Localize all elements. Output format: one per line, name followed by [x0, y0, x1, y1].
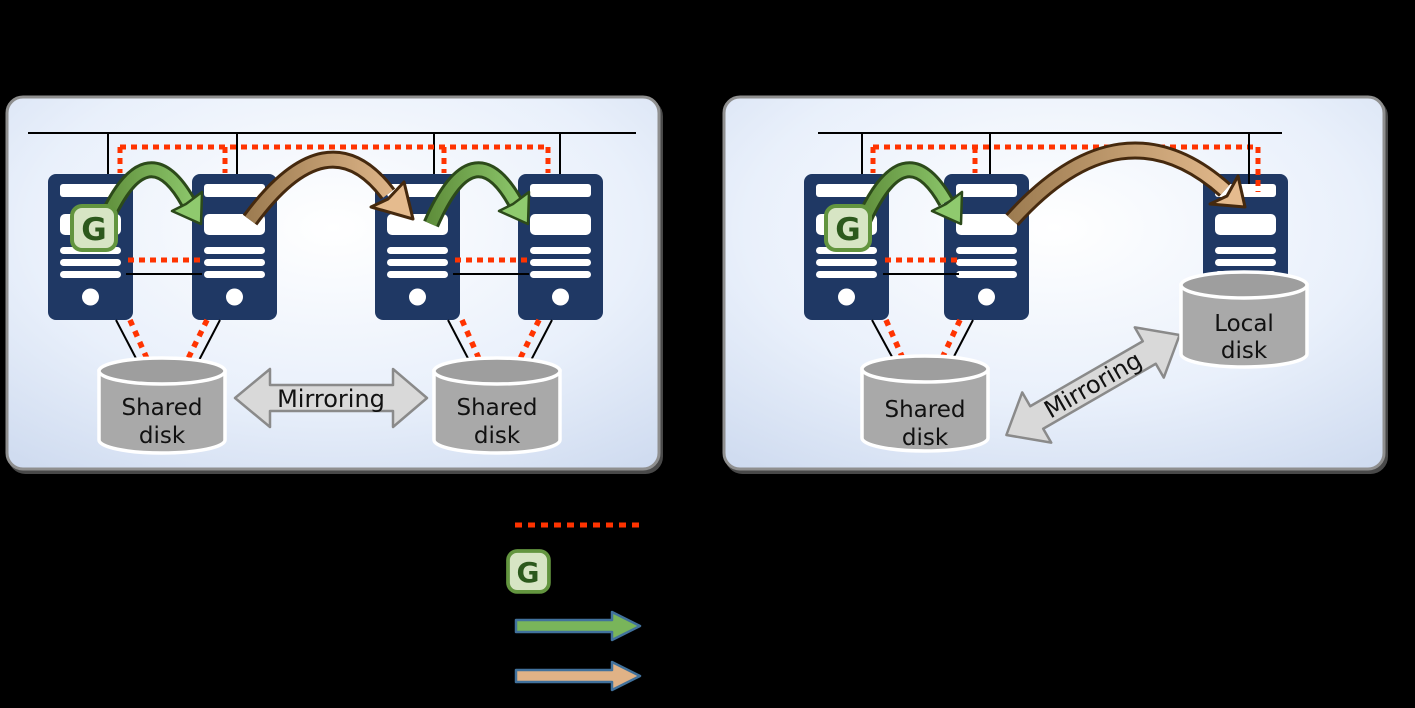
disk-label: Local [1214, 311, 1274, 337]
pair-links-left [126, 257, 529, 275]
panel-left-shared-disk-cluster: Shared disk Shared disk Mirroring G [5, 95, 661, 471]
tan-arrow-head [1208, 174, 1247, 209]
disk-label: disk [1221, 338, 1268, 364]
green-arrow-body [856, 164, 951, 227]
disk-label: disk [139, 423, 186, 449]
legend: G [506, 522, 642, 692]
mirroring-double-arrow [233, 367, 429, 429]
disk-label: disk [902, 425, 949, 451]
pair-links-right [883, 257, 959, 275]
failover-arrows-right [854, 141, 1247, 228]
green-arrow-head [170, 190, 204, 226]
tan-arrow-head [369, 180, 415, 221]
interconnect-dotted-lines-right [870, 144, 1258, 173]
disk-link-dotted [459, 318, 487, 372]
tan-arrow-body [245, 153, 393, 224]
disk-link-dotted [127, 318, 155, 372]
disk-link-line [527, 319, 553, 367]
g-badge-letter: G [81, 212, 106, 248]
disk-link-dotted [179, 318, 210, 373]
network-lines-left [28, 132, 636, 176]
disk-label: Shared [457, 395, 538, 421]
green-arrow-body [98, 164, 193, 227]
panel-right-hybrid-cluster: Mirroring Shared disk Local disk G [722, 95, 1386, 471]
disk-link-dotted [933, 318, 963, 373]
tan-arrow-body [1007, 144, 1229, 225]
disk-label: Shared [122, 395, 203, 421]
disk-link-line [195, 319, 221, 367]
failover-arrows-left [96, 150, 531, 228]
mirroring-label: Mirroring [277, 385, 385, 413]
green-arrow-head [497, 190, 531, 226]
network-lines-right [818, 132, 1282, 176]
disk-label: disk [474, 423, 521, 449]
legend-green-arrow-icon [514, 610, 642, 642]
legend-g-badge-letter: G [517, 556, 540, 589]
server-icon [518, 174, 603, 320]
disk-label: Shared [885, 397, 966, 423]
legend-tan-arrow-icon [514, 660, 642, 692]
interconnect-dotted-lines-left [117, 144, 551, 173]
green-arrow-body [425, 164, 520, 227]
disk-link-dotted [883, 318, 911, 372]
g-badge-letter: G [835, 212, 860, 248]
disk-link-dotted [511, 318, 542, 373]
green-arrow-head [930, 190, 964, 226]
